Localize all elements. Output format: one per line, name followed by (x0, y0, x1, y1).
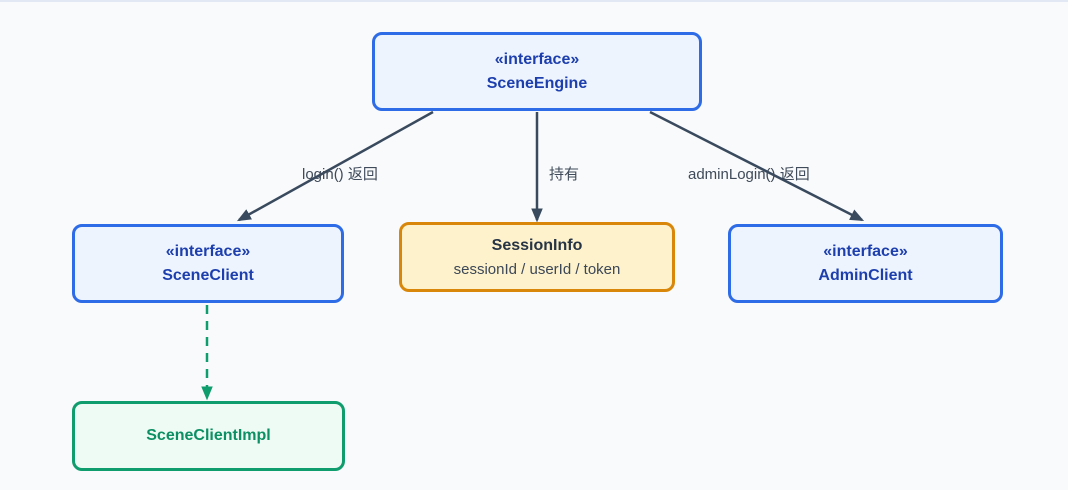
node-stereotype: «interface» (494, 51, 580, 69)
node-stereotype: «interface» (165, 243, 251, 261)
node-title: SceneEngine (486, 74, 588, 92)
node-attributes: sessionId / userId / token (453, 260, 621, 278)
node-scene-client-impl: SceneClientImpl (72, 401, 345, 471)
edge-label-login-returns: login() 返回 (302, 166, 378, 183)
node-title: SceneClient (162, 266, 254, 284)
node-title: SessionInfo (491, 236, 583, 254)
node-scene-client: «interface» SceneClient (72, 224, 344, 303)
edge-label-holds: 持有 (549, 166, 580, 183)
node-title: SceneClientImpl (146, 427, 271, 445)
node-scene-engine: «interface» SceneEngine (372, 32, 702, 111)
node-title: AdminClient (818, 266, 913, 284)
edge-label-adminlogin-returns: adminLogin() 返回 (688, 166, 810, 183)
node-stereotype: «interface» (823, 243, 908, 261)
top-divider (0, 0, 1068, 2)
node-session-info: SessionInfo sessionId / userId / token (399, 222, 675, 292)
node-admin-client: «interface» AdminClient (728, 224, 1003, 303)
